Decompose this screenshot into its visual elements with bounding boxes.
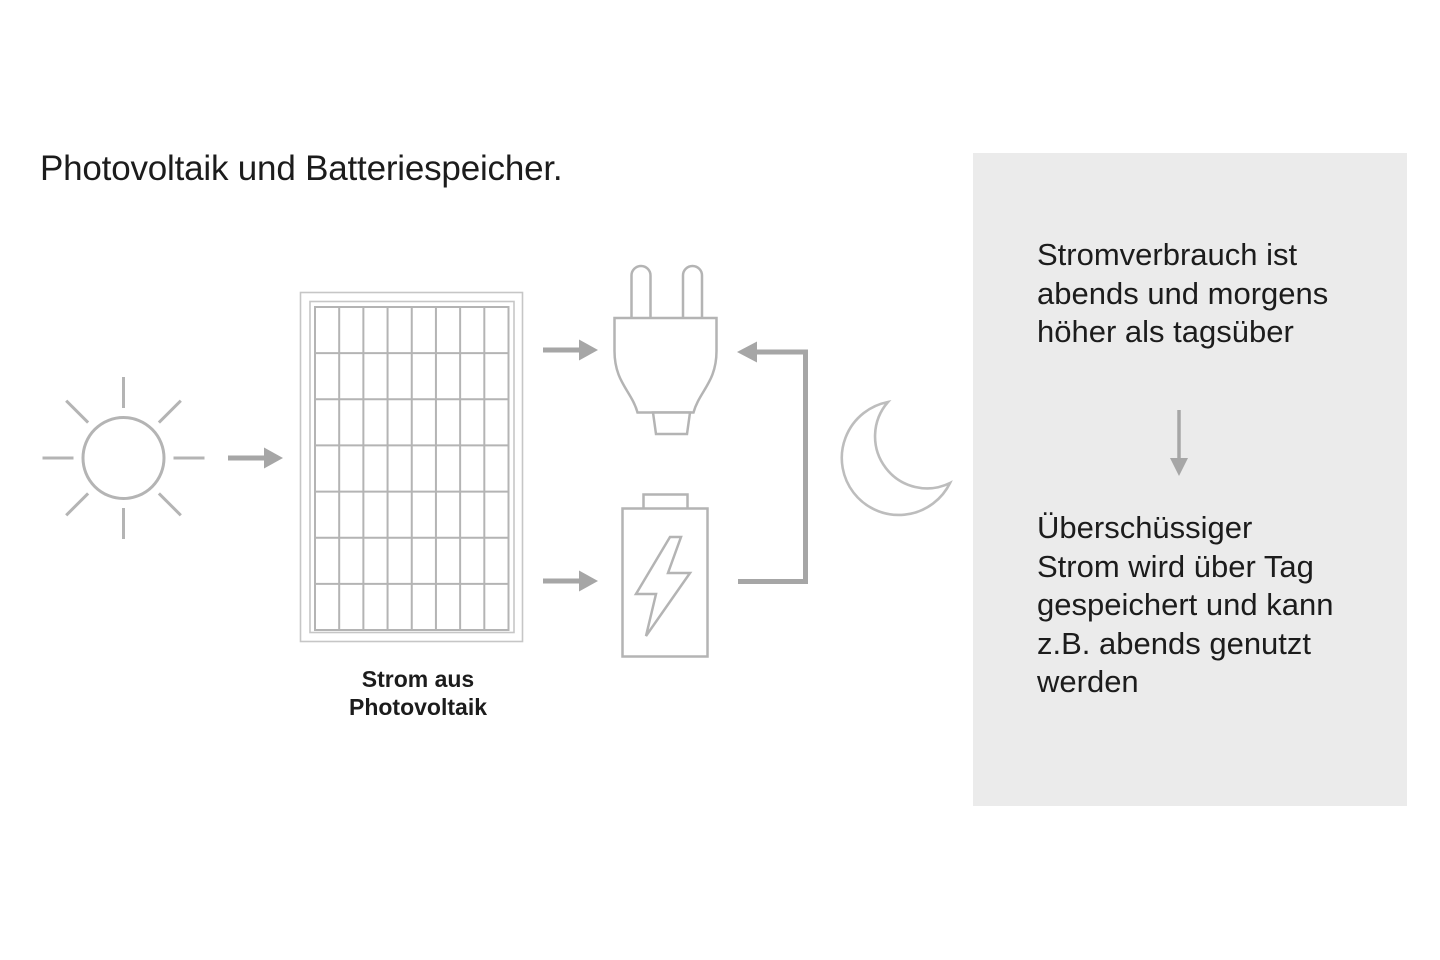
- page-title: Photovoltaik und Batteriespeicher.: [40, 149, 563, 188]
- info-panel: Stromverbrauch ist abends und morgens hö…: [973, 153, 1407, 806]
- info-paragraph-consumption: Stromverbrauch ist abends und morgens hö…: [1037, 237, 1329, 349]
- battery-lightning-icon: [621, 493, 709, 658]
- down-arrow-icon: [1170, 410, 1188, 476]
- info-paragraph-storage: Überschüssiger Strom wird über Tag gespe…: [1037, 510, 1334, 699]
- return-connector-battery-to-plug: [737, 341, 808, 584]
- plug-icon: [613, 264, 718, 436]
- moon-icon: [840, 399, 953, 517]
- solar-panel-label: Strom aus Photovoltaik: [348, 666, 487, 720]
- sun-icon: [42, 377, 205, 539]
- solar-panel-grid: [315, 307, 509, 630]
- arrow-sun-to-panel-icon: [228, 447, 283, 469]
- arrow-panel-to-battery-icon: [543, 570, 598, 592]
- solar-panel-icon: [299, 291, 524, 643]
- lightning-bolt-icon: [633, 535, 693, 637]
- arrow-panel-to-plug-icon: [543, 339, 598, 361]
